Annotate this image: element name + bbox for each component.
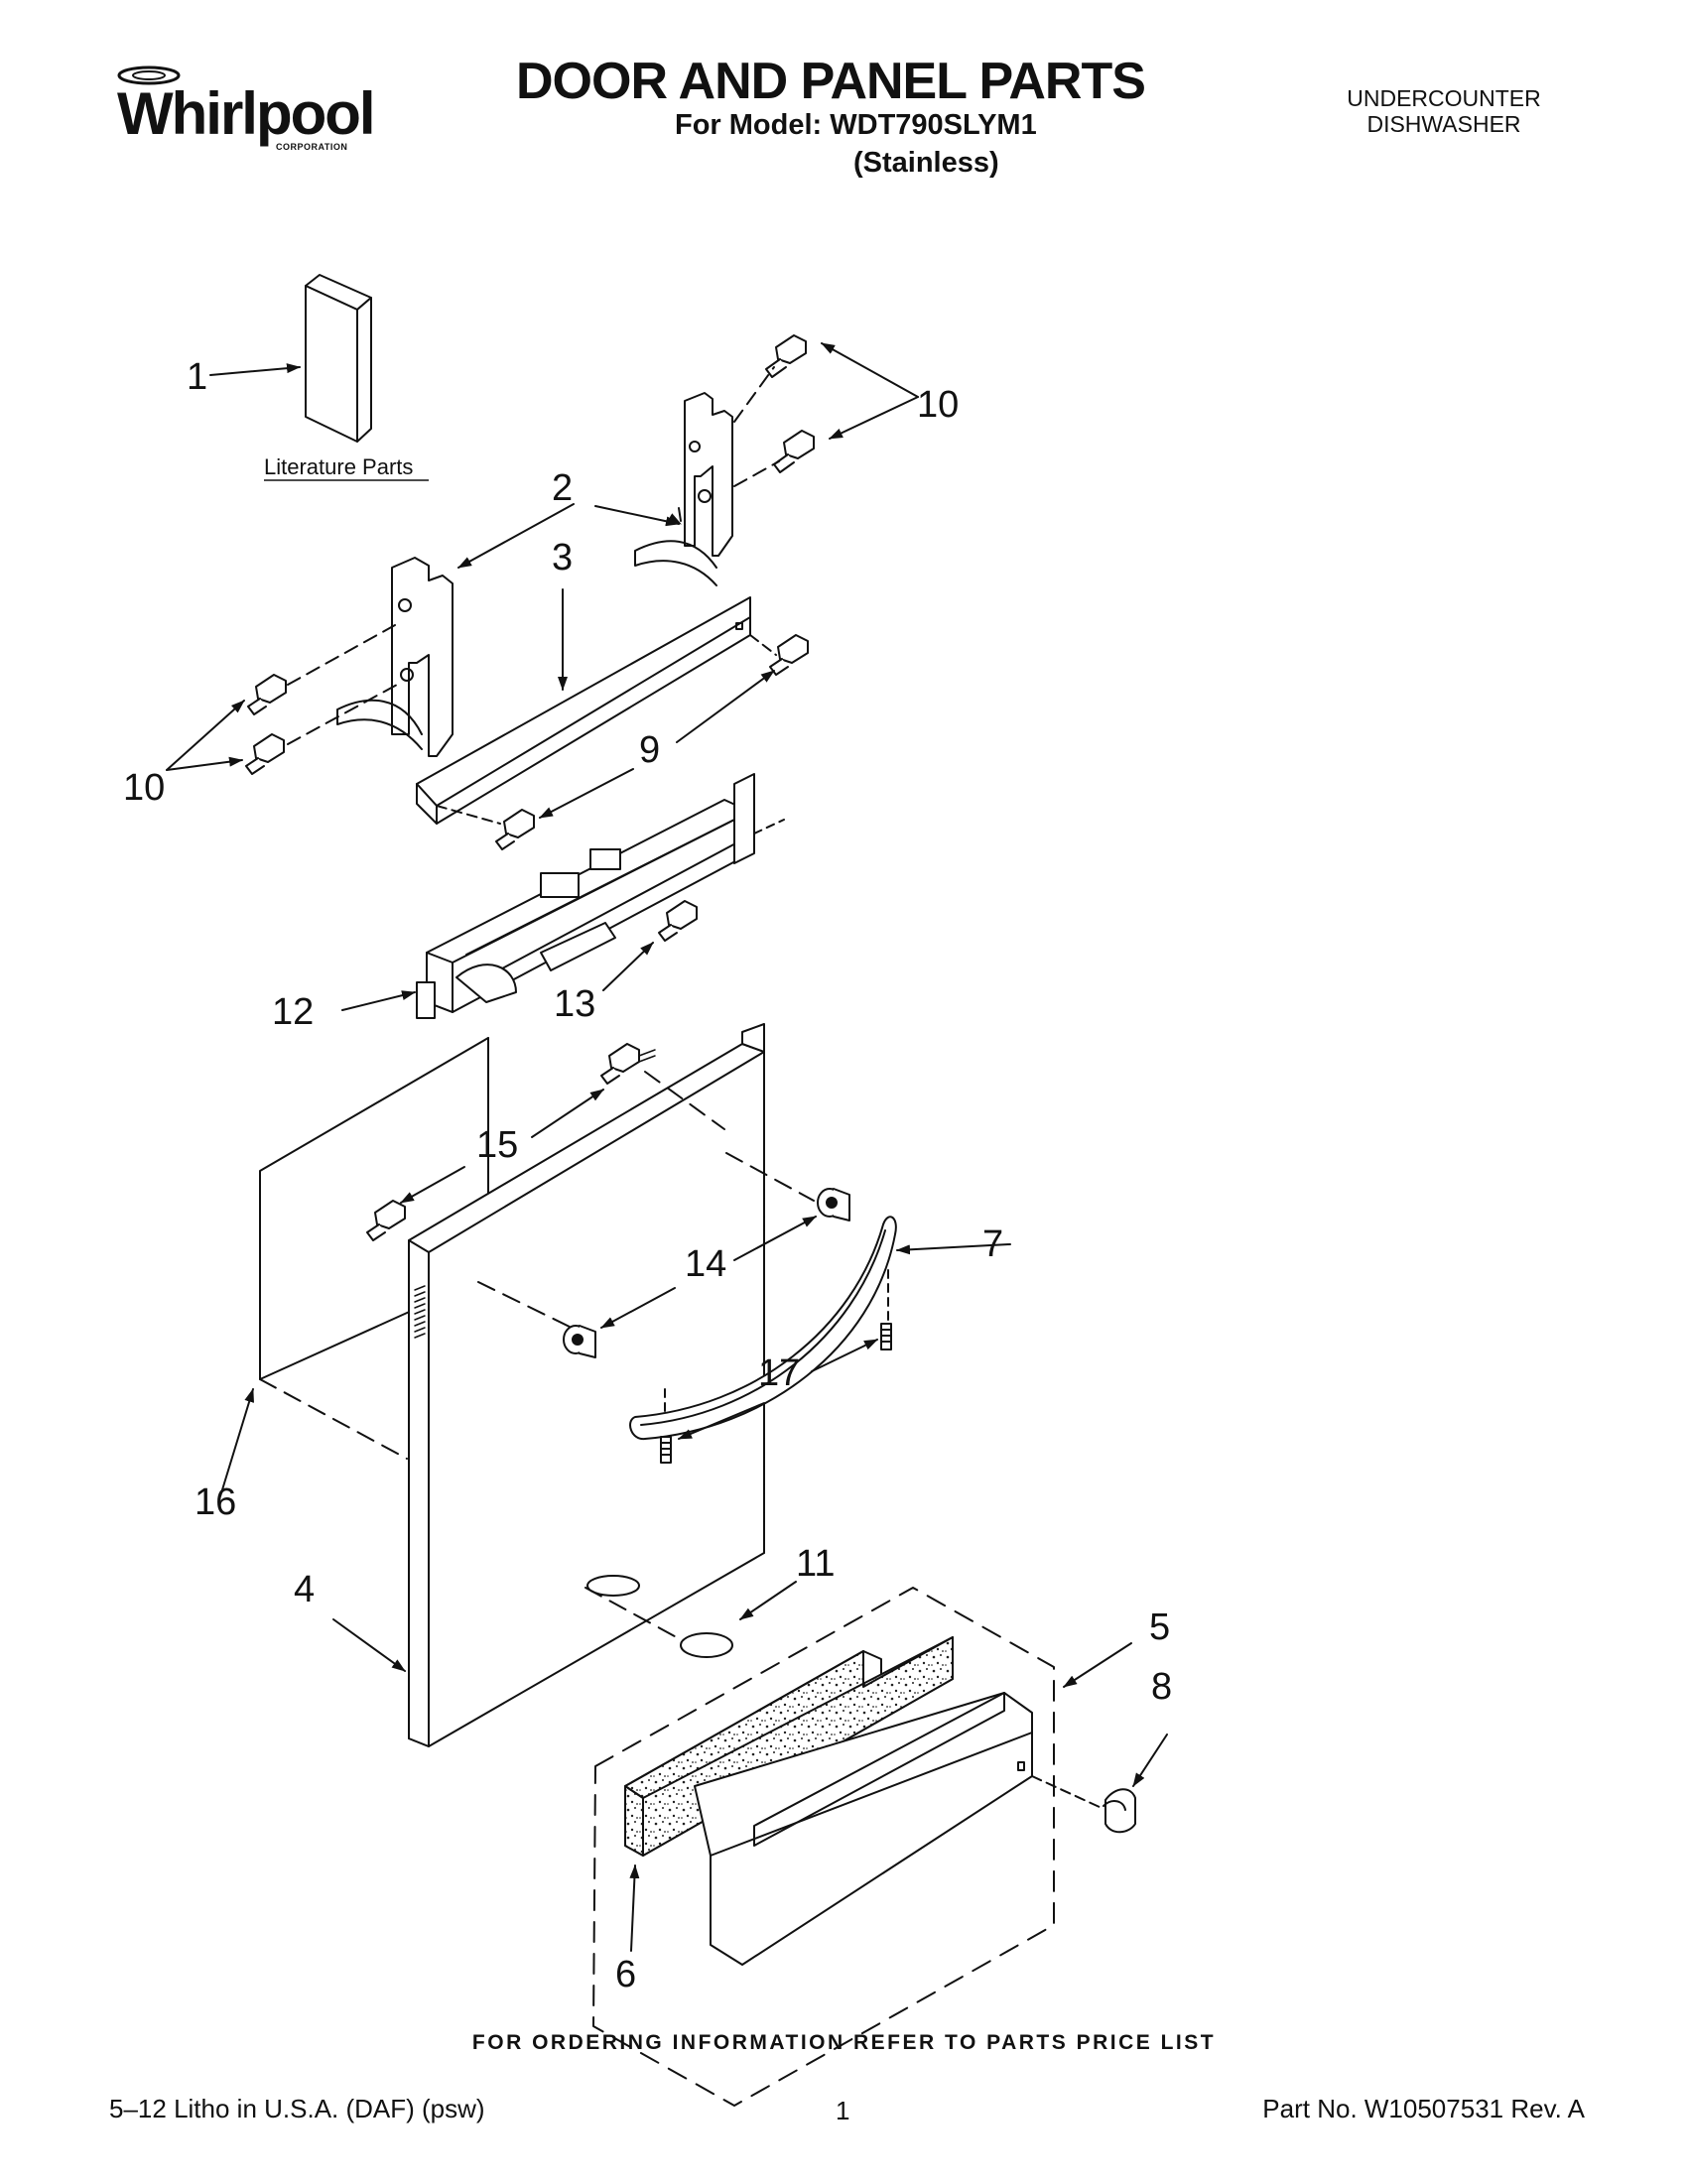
door-hinge-bracket-left	[336, 557, 454, 757]
callout-2: 2	[552, 467, 573, 509]
door-plug	[680, 1632, 733, 1658]
set-screw-17-left	[660, 1436, 672, 1464]
door-top-channel	[416, 596, 751, 825]
callout-13: 13	[554, 983, 595, 1025]
callout-12: 12	[272, 991, 314, 1033]
logo-swirl-icon	[117, 65, 181, 85]
whirlpool-logo: Whirlpool CORPORATION	[109, 60, 377, 159]
callout-5: 5	[1149, 1606, 1170, 1648]
literature-book	[305, 274, 372, 443]
door-plug-hole	[586, 1575, 640, 1597]
screw-10-lower-2	[245, 733, 285, 775]
callout-10-lower: 10	[123, 767, 165, 809]
set-screw-17-right	[880, 1323, 892, 1350]
callout-1: 1	[187, 356, 207, 398]
callout-11: 11	[796, 1543, 835, 1585]
callout-14: 14	[685, 1243, 726, 1285]
door-handle	[629, 1216, 897, 1441]
screw-13	[658, 900, 698, 942]
callout-7: 7	[982, 1223, 1003, 1265]
toe-panel-group-outline	[592, 1587, 1055, 2107]
toe-panel	[694, 1692, 1033, 1966]
callout-3: 3	[552, 537, 573, 578]
appliance-type: UNDERCOUNTER DISHWASHER	[1320, 85, 1568, 137]
callout-10-upper: 10	[917, 384, 959, 426]
callout-8: 8	[1151, 1666, 1172, 1708]
callout-17: 17	[758, 1352, 800, 1394]
literature-parts-label: Literature Parts	[264, 454, 413, 479]
part-number: Part No. W10507531 Rev. A	[1262, 2094, 1585, 2123]
toe-panel-clip	[1103, 1788, 1136, 1834]
callout-4: 4	[294, 1569, 315, 1610]
logo-subtitle: CORPORATION	[276, 142, 348, 152]
handle-mount-right	[817, 1188, 850, 1221]
logo-wordmark: Whirlpool	[117, 80, 376, 147]
page-number: 1	[836, 2096, 850, 2125]
handle-mount-left	[563, 1325, 596, 1358]
callout-15: 15	[476, 1124, 518, 1166]
model-variant: (Stainless)	[853, 147, 999, 179]
appliance-type-line2: DISHWASHER	[1366, 111, 1521, 137]
screw-15-upper	[600, 1043, 656, 1085]
outer-door-panel	[408, 1023, 765, 1747]
door-latch-assembly	[416, 773, 785, 1019]
door-hinge-bracket-right	[634, 392, 733, 586]
screw-15-lower	[366, 1200, 406, 1241]
callout-16: 16	[195, 1481, 236, 1523]
screw-10-lower-1	[247, 674, 287, 715]
appliance-type-line1: UNDERCOUNTER	[1347, 85, 1541, 111]
page-title: DOOR AND PANEL PARTS	[516, 53, 1146, 110]
ordering-note: FOR ORDERING INFORMATION REFER TO PARTS …	[471, 2031, 1217, 2054]
callout-9: 9	[639, 729, 660, 771]
print-info: 5–12 Litho in U.S.A. (DAF) (psw)	[109, 2094, 485, 2123]
screw-9-left	[495, 809, 535, 850]
screw-10-upper-2	[773, 430, 815, 473]
callout-6: 6	[615, 1954, 636, 1995]
screw-10-upper-1	[765, 334, 807, 378]
model-number: For Model: WDT790SLYM1	[675, 109, 1037, 141]
